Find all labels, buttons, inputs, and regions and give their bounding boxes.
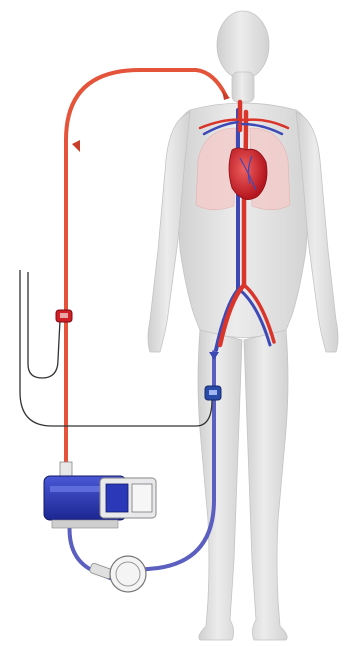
pressure-sensor-cable[interactable] (20, 270, 212, 426)
arterial-pressure-sensor[interactable] (56, 310, 72, 322)
pump-motor (106, 484, 128, 512)
flow-arrow-arterial (72, 140, 80, 152)
head (217, 11, 269, 79)
oxygenator-icon (110, 556, 146, 592)
pump-base (52, 520, 118, 528)
pump-icon (132, 484, 152, 512)
sensor-loop-cable[interactable] (28, 272, 60, 378)
venous-pressure-sensor[interactable] (205, 386, 221, 400)
oxygenator[interactable] (89, 556, 146, 592)
human-body (148, 11, 338, 640)
right-leg (198, 330, 242, 640)
pump-unit[interactable] (44, 462, 156, 528)
heart (229, 148, 267, 200)
left-leg (244, 330, 288, 640)
pump-connector-top (60, 462, 72, 476)
sensor-window (60, 313, 68, 318)
oxygenator-connector (89, 563, 113, 580)
sensor-window (209, 390, 217, 395)
neck (232, 72, 254, 102)
flow-arrow-arterial-2 (222, 90, 230, 100)
